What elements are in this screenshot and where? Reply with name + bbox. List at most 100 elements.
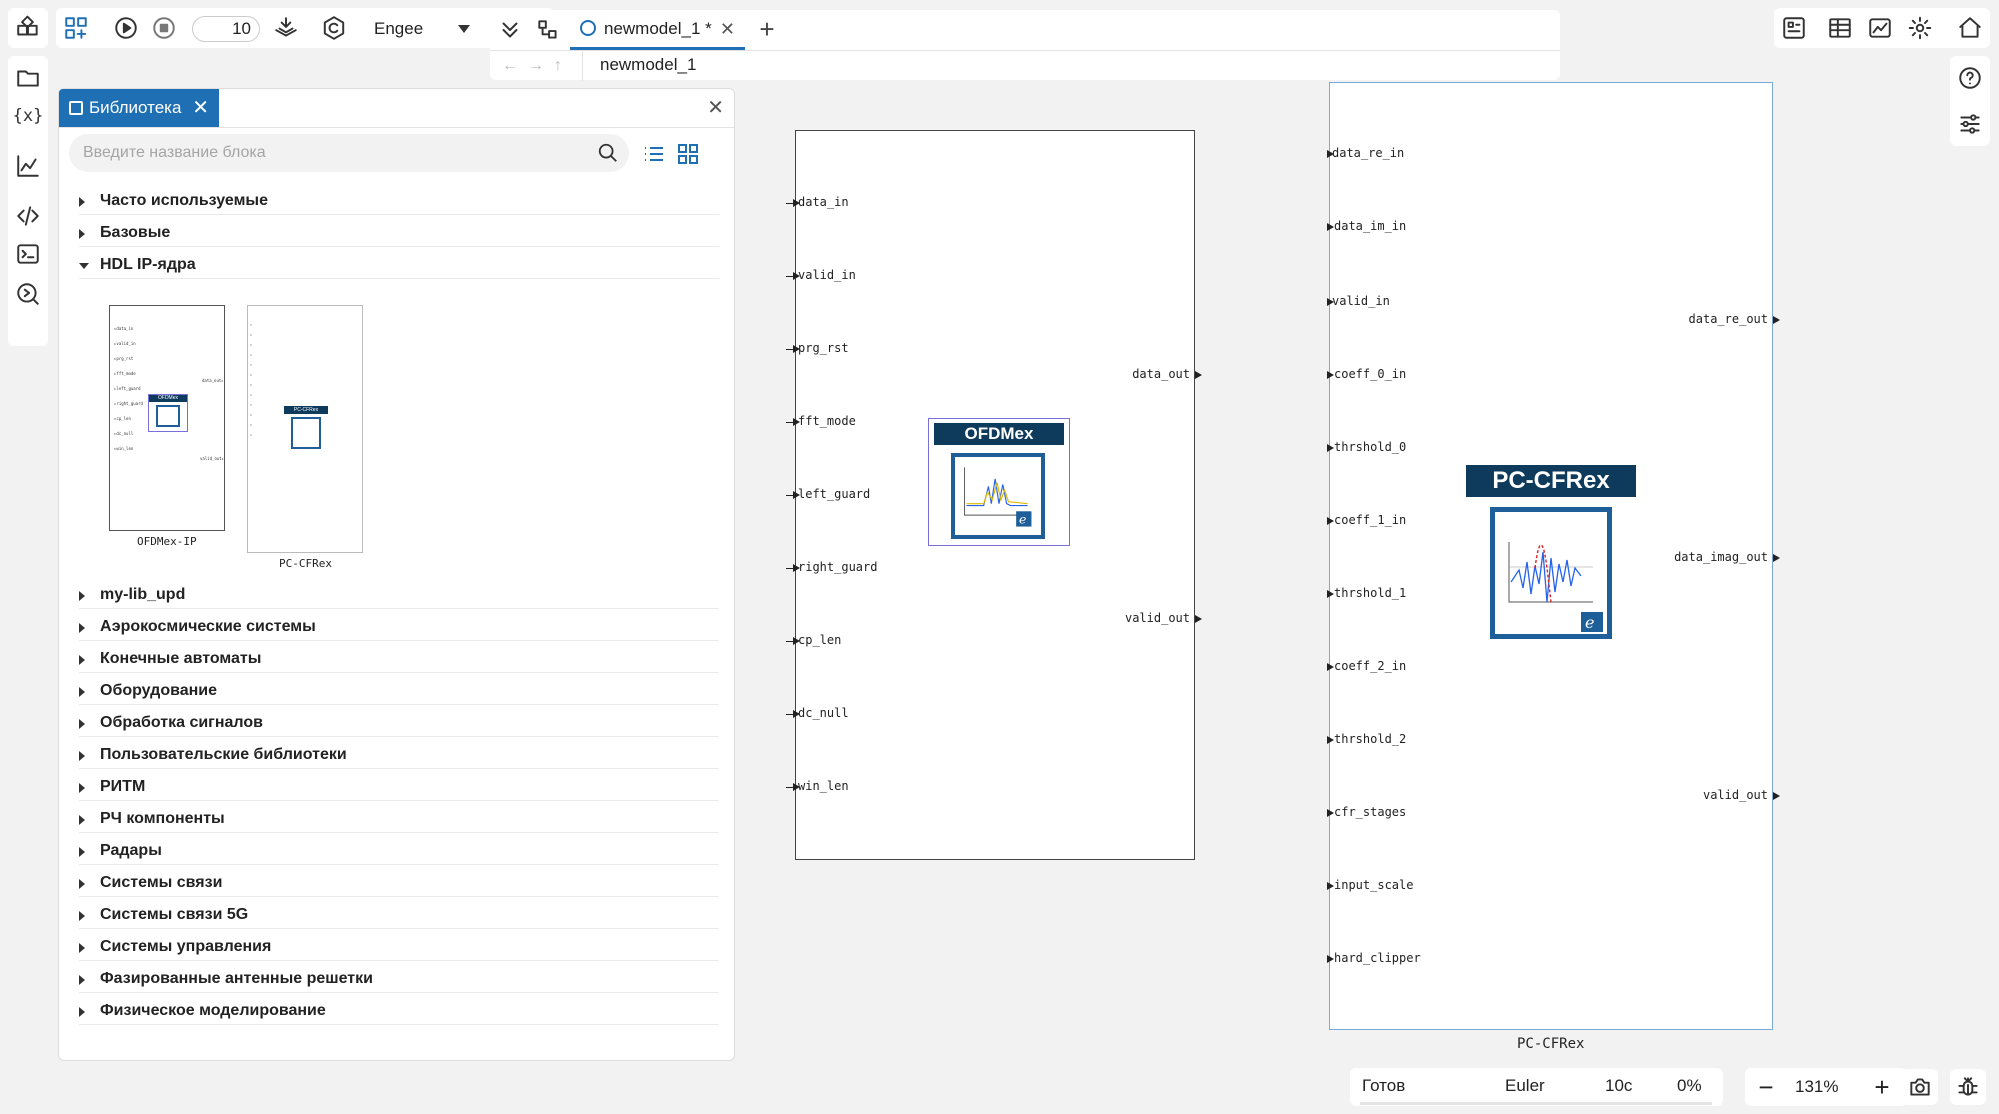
svg-text:e: e [1585, 613, 1594, 632]
input-port-label[interactable]: thrshold_2 [1334, 732, 1407, 746]
library-block-ofdmex-ip[interactable]: ▸data_in▸valid_in▸prg_rst▸fft_mode▸left_… [109, 305, 225, 531]
panel-close-icon[interactable]: ✕ [707, 97, 724, 119]
category-item[interactable]: Системы связи 5G [79, 903, 719, 929]
chart-icon[interactable] [1862, 10, 1898, 46]
input-port-label[interactable]: coeff_0_in [1334, 367, 1407, 381]
category-hdl-ip[interactable]: HDL IP-ядра [79, 253, 719, 279]
back-arrow-icon[interactable]: ← [502, 57, 518, 74]
mini-ports: ▸data_in▸valid_in▸prg_rst▸fft_mode▸left_… [114, 326, 143, 451]
table-icon[interactable] [1822, 10, 1858, 46]
input-arrow [1327, 150, 1334, 158]
input-port-label[interactable]: right_guard [798, 560, 878, 574]
camera-icon[interactable] [1902, 1069, 1938, 1105]
compile-icon[interactable] [316, 10, 352, 46]
sliders-icon[interactable] [1952, 106, 1988, 142]
bug-icon[interactable] [1950, 1069, 1986, 1105]
input-port-label[interactable]: valid_in [1332, 294, 1390, 308]
input-arrow [1327, 298, 1334, 306]
ofdmex-block[interactable]: data_in valid_in prg_rst fft_mode left_g… [786, 130, 1202, 860]
layers-icon[interactable] [268, 10, 304, 46]
model-view-icon[interactable] [1776, 10, 1812, 46]
close-icon[interactable]: ✕ [719, 19, 735, 39]
tab-library[interactable]: Библиотека ✕ [59, 89, 219, 127]
solver-select[interactable]: Engee [364, 10, 480, 48]
input-port-label[interactable]: dc_null [798, 706, 849, 720]
variables-icon[interactable]: {x} [12, 106, 44, 126]
input-port-label[interactable]: cp_len [798, 633, 842, 647]
grid-view-icon[interactable] [673, 139, 703, 169]
category-item[interactable]: РИТМ [79, 775, 719, 801]
up-arrow-icon[interactable]: ↑ [554, 57, 562, 74]
terminal-icon[interactable] [10, 236, 46, 272]
gear-icon[interactable] [1902, 10, 1938, 46]
input-port-label[interactable]: thrshold_1 [1334, 586, 1407, 600]
category-basic[interactable]: Базовые [79, 221, 719, 247]
run-icon[interactable] [108, 10, 144, 46]
path-divider [582, 51, 583, 81]
tab-newmodel-1[interactable]: newmodel_1 * ✕ [570, 10, 745, 50]
input-port-label[interactable]: left_guard [798, 487, 871, 501]
input-port-label[interactable]: data_in [798, 195, 849, 209]
category-item[interactable]: Аэрокосмические системы [79, 615, 719, 641]
output-port-label[interactable]: data_imag_out [1674, 550, 1768, 564]
input-port-label[interactable]: prg_rst [798, 341, 849, 355]
output-port-label[interactable]: data_re_out [1688, 312, 1768, 326]
category-item[interactable]: Пользовательские библиотеки [79, 743, 719, 769]
add-block-icon[interactable] [58, 10, 94, 46]
input-port-label[interactable]: input_scale [1334, 878, 1414, 892]
category-item[interactable]: Оборудование [79, 679, 719, 705]
home-icon[interactable] [1952, 10, 1988, 46]
zoom-in-button[interactable]: + [1874, 1071, 1890, 1102]
category-item[interactable]: Фазированные антенные решетки [79, 967, 719, 993]
input-port-label[interactable]: hard_clipper [1334, 951, 1421, 965]
close-icon[interactable]: ✕ [192, 97, 209, 119]
folder-icon[interactable] [10, 60, 46, 96]
stop-icon[interactable] [146, 10, 182, 46]
zoom-search-icon[interactable] [10, 276, 46, 312]
input-port-label[interactable]: coeff_2_in [1334, 659, 1407, 673]
input-port-label[interactable]: data_im_in [1334, 219, 1407, 233]
model-icon [580, 20, 596, 36]
search-icon[interactable] [597, 142, 619, 169]
input-port-label[interactable]: valid_in [798, 268, 856, 282]
category-item[interactable]: Конечные автоматы [79, 647, 719, 673]
caret-right-icon [79, 751, 85, 761]
input-port-label[interactable]: win_len [798, 779, 849, 793]
category-label: Физическое моделирование [100, 1002, 326, 1019]
output-port-label[interactable]: valid_out [1702, 788, 1768, 802]
category-item[interactable]: Системы связи [79, 871, 719, 897]
help-icon[interactable] [1952, 60, 1988, 96]
input-port-label[interactable]: fft_mode [798, 414, 856, 428]
input-port-label[interactable]: thrshold_0 [1334, 440, 1407, 454]
pc-cfrex-block[interactable]: data_re_in data_im_in valid_in coeff_0_i… [1327, 82, 1780, 1030]
code-icon[interactable] [10, 198, 46, 234]
input-port-label[interactable]: cfr_stages [1334, 805, 1407, 819]
output-port-label[interactable]: data_out [1132, 367, 1190, 381]
input-port-label[interactable]: data_re_in [1332, 146, 1405, 160]
divider [59, 127, 734, 128]
output-port-label[interactable]: valid_out [1124, 611, 1190, 625]
hierarchy-icon[interactable] [530, 12, 566, 48]
library-block-pc-cfrex[interactable]: ▸▸▸▸▸▸▸▸▸▸▸▸ PC-CFRex [247, 305, 363, 553]
collapse-chevrons-icon[interactable] [492, 12, 528, 48]
list-view-icon[interactable] [639, 139, 669, 169]
category-item[interactable]: my-lib_upd [79, 583, 719, 609]
category-item[interactable]: Физическое моделирование [79, 999, 719, 1025]
blocks-icon[interactable] [10, 10, 46, 46]
breadcrumb[interactable]: newmodel_1 [600, 55, 697, 74]
category-item[interactable]: Системы управления [79, 935, 719, 961]
input-pin [786, 568, 796, 569]
category-frequent[interactable]: Часто используемые [79, 189, 719, 215]
category-item[interactable]: Радары [79, 839, 719, 865]
input-port-label[interactable]: coeff_1_in [1334, 513, 1407, 527]
search-input[interactable] [69, 134, 569, 172]
sim-time-input[interactable]: 10 [192, 16, 260, 42]
plot-icon[interactable] [10, 148, 46, 184]
zoom-out-button[interactable]: − [1758, 1071, 1774, 1102]
add-tab-button[interactable]: + [759, 13, 775, 44]
block-name-label[interactable]: PC-CFRex [1517, 1036, 1585, 1052]
category-item[interactable]: РЧ компоненты [79, 807, 719, 833]
forward-arrow-icon[interactable]: → [528, 57, 544, 74]
main-toolbar: 10 Engee [0, 0, 1560, 56]
category-item[interactable]: Обработка сигналов [79, 711, 719, 737]
